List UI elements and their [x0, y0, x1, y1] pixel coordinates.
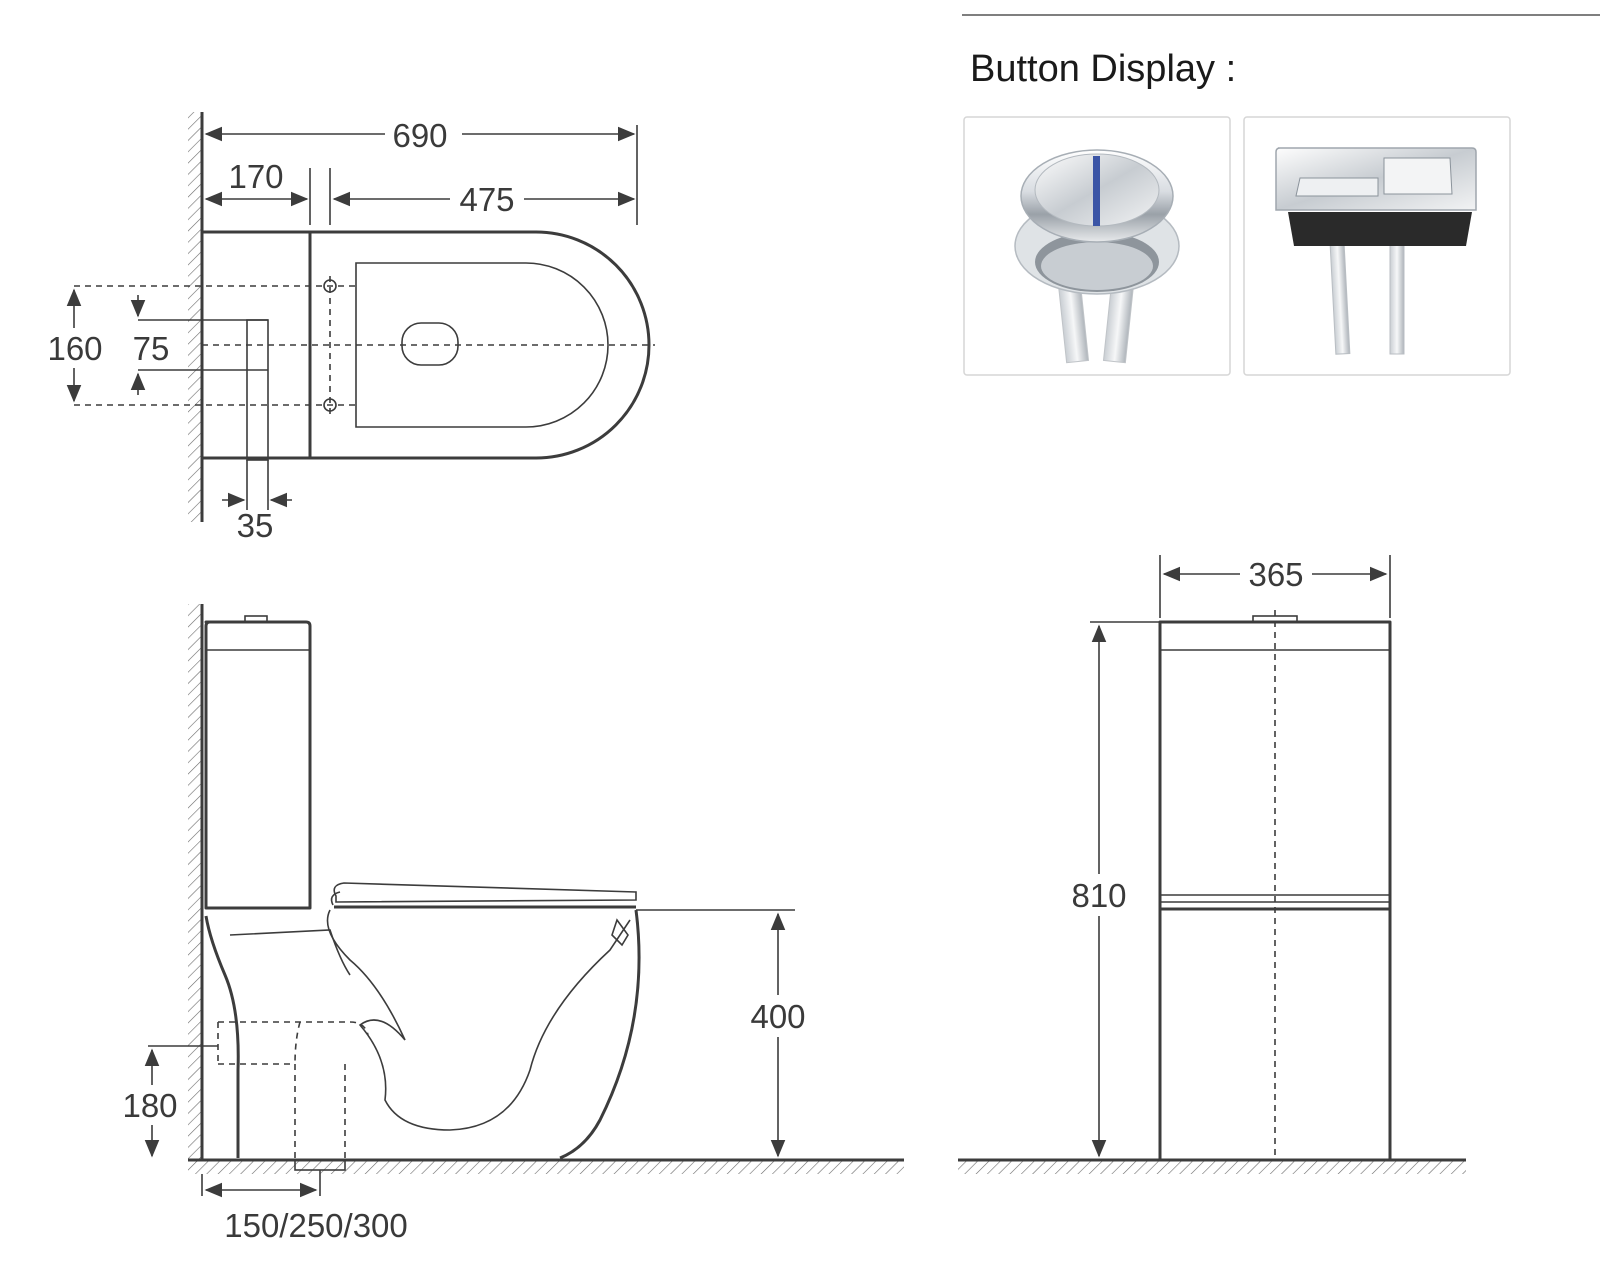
cistern-side [204, 620, 312, 910]
round-button-split [1093, 156, 1100, 226]
seat-lid [333, 882, 637, 903]
bowl-body-side [204, 909, 641, 1160]
button-display: Button Display : [962, 14, 1600, 376]
top-view: 690 170 475 160 75 35 [40, 112, 655, 544]
dim-total-height: 810 [1071, 877, 1126, 914]
drain-hole [401, 322, 459, 366]
front-floor-hatch [958, 1160, 1466, 1174]
dim-rough-in: 150/250/300 [224, 1207, 408, 1244]
outlet-pipe-plan [246, 319, 269, 461]
side-wall-hatch [188, 604, 202, 1162]
rect-button-small [1295, 177, 1379, 197]
dim-inlet-spacing: 160 [47, 330, 102, 367]
side-view: 400 180 150/250/300 [116, 604, 904, 1244]
bowl-opening [355, 262, 609, 428]
rectangular-dual-flush-button[interactable] [1243, 116, 1511, 376]
dim-width: 365 [1248, 556, 1303, 593]
dim-tank-depth: 170 [228, 158, 283, 195]
flush-button-side [244, 615, 268, 623]
rect-button-frame [1288, 212, 1472, 246]
front-view: 365 810 [958, 555, 1466, 1174]
dim-outlet-width: 75 [133, 330, 170, 367]
top-outline [202, 230, 651, 460]
button-display-title: Button Display : [970, 48, 1236, 90]
hidden-outlet [217, 1021, 369, 1160]
dim-outlet-offset: 35 [237, 507, 274, 544]
round-dual-flush-button[interactable] [963, 116, 1231, 376]
dim-overall-length: 690 [392, 117, 447, 154]
wall-hatch [188, 112, 202, 522]
dim-seat-height: 400 [750, 998, 805, 1035]
trapway [326, 909, 631, 1131]
dim-outlet-height: 180 [122, 1087, 177, 1124]
rect-button-large [1383, 157, 1453, 195]
dim-bowl-length: 475 [459, 181, 514, 218]
side-floor-hatch [188, 1160, 904, 1174]
